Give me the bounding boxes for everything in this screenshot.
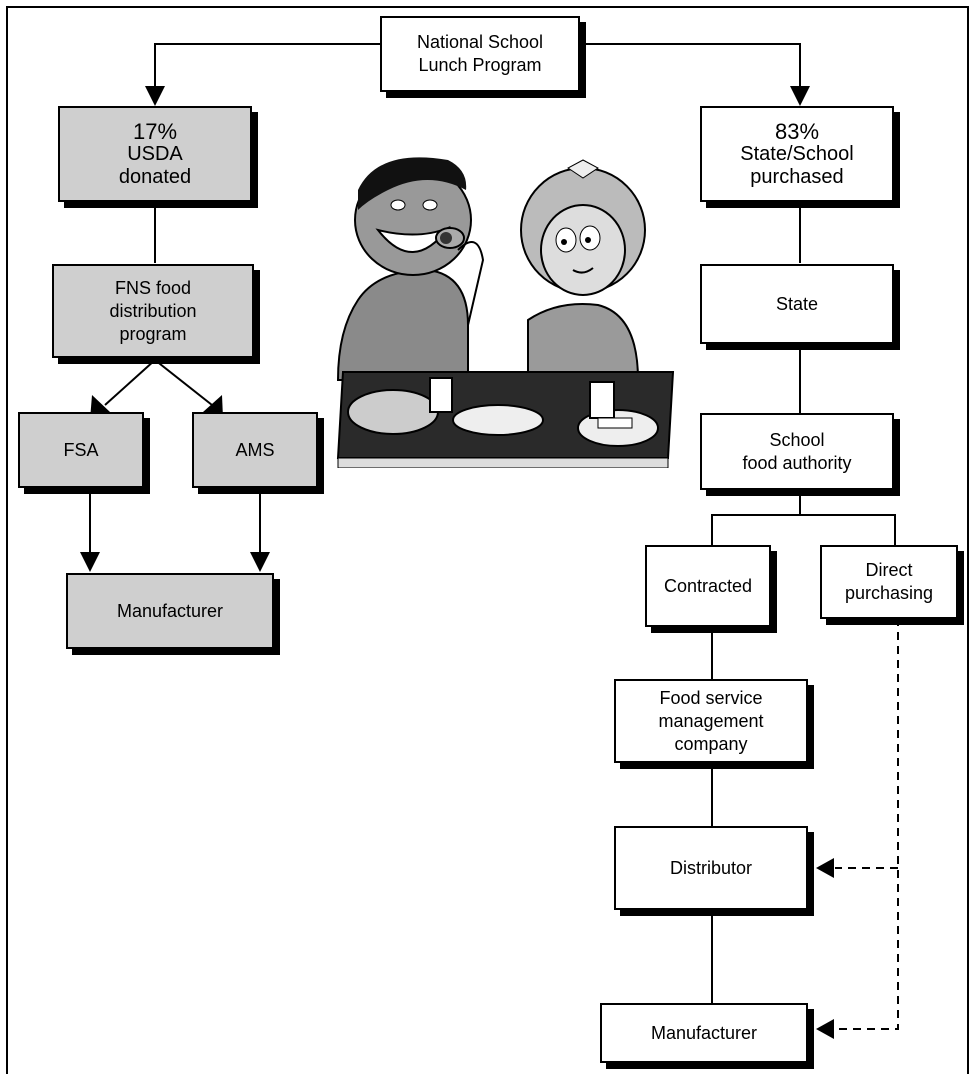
node-direct-purchasing: Direct purchasing xyxy=(820,545,958,619)
node-percent: 83% xyxy=(774,118,820,144)
boy-figure xyxy=(336,157,485,381)
node-label: State/School purchased xyxy=(740,142,854,188)
node-state: State xyxy=(700,264,894,344)
node-label: State xyxy=(775,293,819,314)
kids-lunch-illustration xyxy=(336,157,675,468)
node-state-school-purchased: 83% State/School purchased xyxy=(700,106,894,202)
node-ams: AMS xyxy=(192,412,318,488)
node-manufacturer-right: Manufacturer xyxy=(600,1003,808,1063)
node-fns-food-distribution: FNS food distribution program xyxy=(52,264,254,358)
node-percent: 17% xyxy=(132,118,178,144)
node-usda-donated: 17% USDA donated xyxy=(58,106,252,202)
node-label: School food authority xyxy=(742,429,852,473)
node-label: Food service management company xyxy=(658,687,764,754)
girl-figure xyxy=(520,159,646,381)
node-label: AMS xyxy=(235,439,275,460)
diagram-frame xyxy=(6,6,969,1074)
node-label: Contracted xyxy=(663,575,753,596)
node-label: USDA donated xyxy=(118,142,192,188)
node-label: Manufacturer xyxy=(116,600,224,621)
node-label: FSA xyxy=(63,439,99,460)
node-national-school-lunch-program: National School Lunch Program xyxy=(380,16,580,92)
lunch-table xyxy=(336,371,675,468)
node-manufacturer-left: Manufacturer xyxy=(66,573,274,649)
node-fsa: FSA xyxy=(18,412,144,488)
node-food-service-management-company: Food service management company xyxy=(614,679,808,763)
node-school-food-authority: School food authority xyxy=(700,413,894,490)
node-label: Distributor xyxy=(669,857,753,878)
node-label: National School Lunch Program xyxy=(416,32,544,75)
node-contracted: Contracted xyxy=(645,545,771,627)
node-label: Manufacturer xyxy=(650,1022,758,1043)
node-label: Direct purchasing xyxy=(844,560,934,603)
node-label: FNS food distribution program xyxy=(109,277,197,344)
node-distributor: Distributor xyxy=(614,826,808,910)
